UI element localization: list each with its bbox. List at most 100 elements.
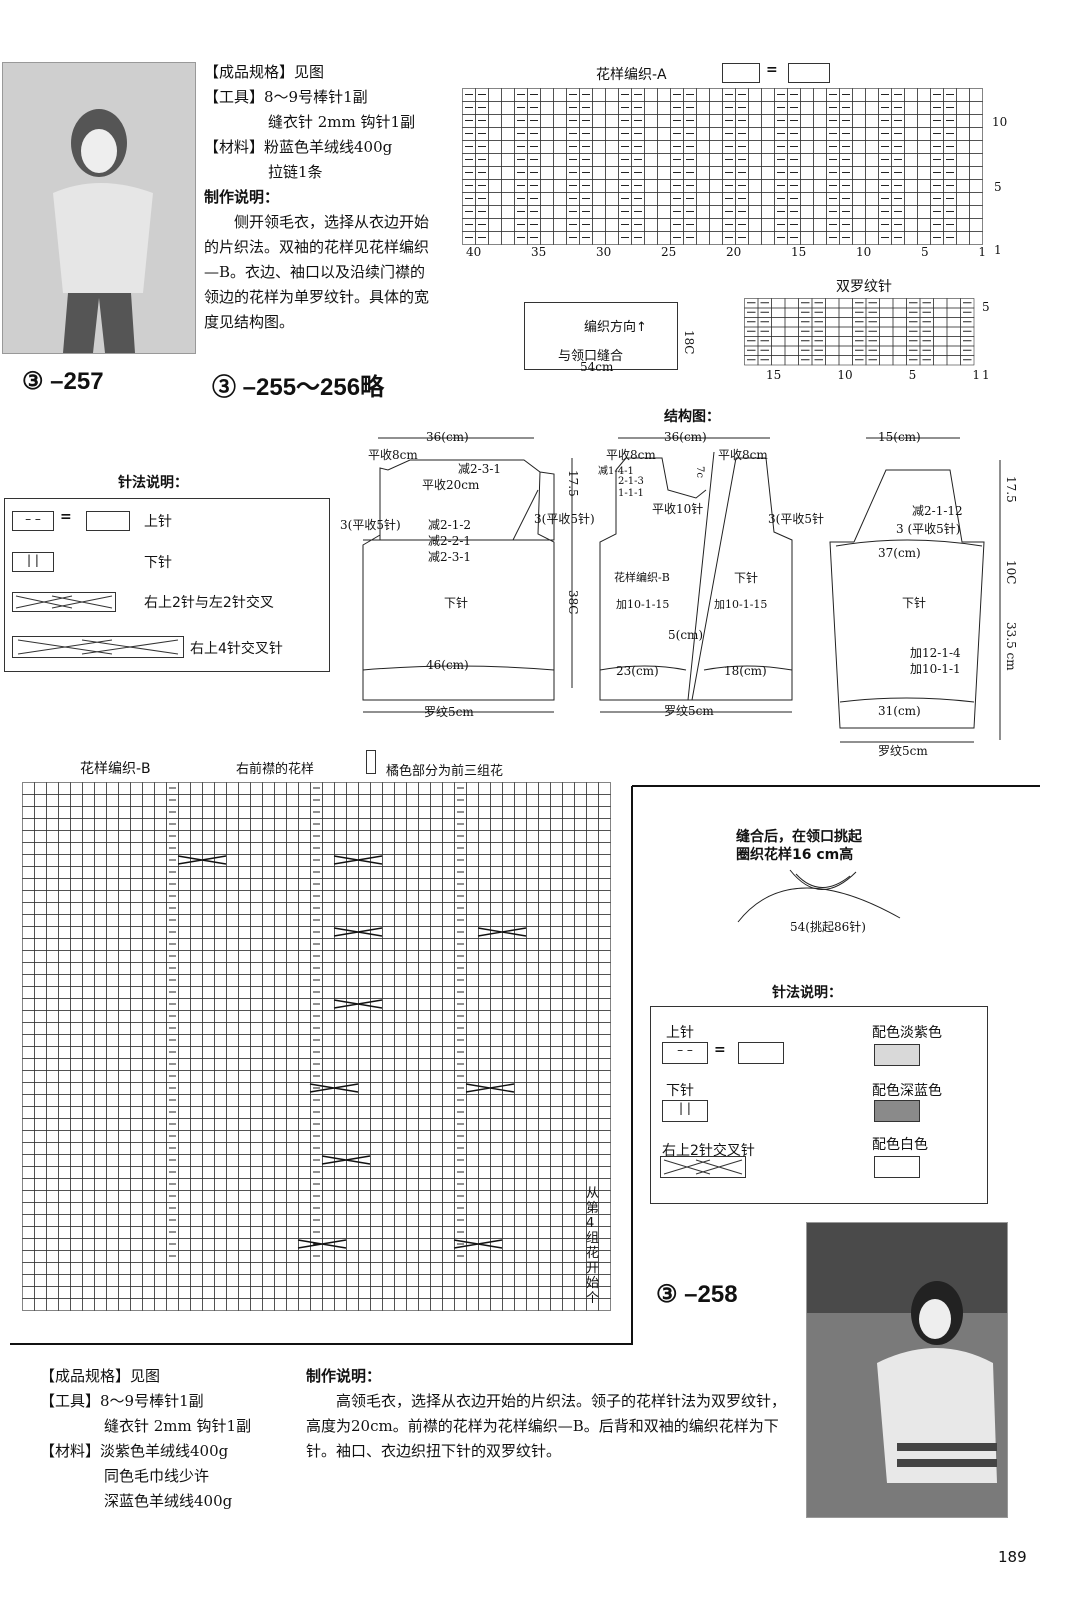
grid-cell — [553, 166, 567, 180]
grid-cell — [771, 345, 786, 356]
grid-cell — [540, 127, 554, 141]
grid-cell — [501, 205, 515, 219]
grid-cell — [696, 231, 710, 245]
grid-cell — [592, 140, 606, 154]
grid-cell — [956, 166, 970, 180]
grid-cell — [879, 307, 894, 318]
grid-cell — [540, 140, 554, 154]
grid-cell — [879, 317, 894, 328]
page-number: 189 — [998, 1548, 1027, 1566]
seam-note: 与领口缝合 — [558, 349, 624, 364]
grid-cell — [761, 101, 775, 115]
grid-cell — [969, 114, 983, 128]
front-label: 平收8cm — [718, 448, 768, 462]
grid-cell — [696, 88, 710, 102]
grid-cell — [761, 205, 775, 219]
grid-cell — [784, 336, 799, 347]
pattern-b-note: 橘色部分为前三组花 — [386, 764, 504, 779]
grid-cell — [657, 231, 671, 245]
col-label: 25 — [661, 245, 677, 259]
grid-cell — [904, 192, 918, 206]
legend-title: 针法说明： — [118, 475, 188, 491]
grid-cell — [657, 166, 671, 180]
grid-cell — [813, 205, 827, 219]
grid-cell — [813, 114, 827, 128]
grid-cell — [800, 153, 814, 167]
blank-symbol — [738, 1042, 784, 1064]
instructions-text: 侧开领毛衣，选择从衣边开始的片织法。双袖的花样见花样编织—B。衣边、袖口以及沿续… — [204, 213, 430, 331]
cable-4-symbol — [12, 636, 184, 658]
instructions-title: 制作说明： — [306, 1367, 382, 1385]
front-knit: 下针 — [734, 571, 759, 585]
grid-cell — [838, 298, 853, 309]
spec-line: 【成品规格】见图 — [204, 63, 325, 81]
orange-swatch — [366, 750, 376, 774]
col-label: 40 — [466, 245, 482, 259]
grid-cell — [933, 355, 948, 366]
spec-line: 同色毛巾线少许 — [104, 1467, 210, 1485]
pattern-a-col-labels: 40 35 30 25 20 15 10 5 1 — [466, 245, 986, 259]
grid-cell — [501, 101, 515, 115]
grid-cell — [488, 205, 502, 219]
grid-cell — [879, 345, 894, 356]
back-dec: 减2-3-1 — [428, 550, 472, 564]
grid-cell — [956, 153, 970, 167]
grid-cell — [956, 192, 970, 206]
grid-cell — [813, 179, 827, 193]
grid-cell — [696, 114, 710, 128]
grid-cell — [917, 218, 931, 232]
grid-cell — [933, 298, 948, 309]
rib-row-label: 1 — [982, 368, 990, 382]
grid-cell — [838, 317, 853, 328]
grid-cell — [605, 140, 619, 154]
back-height: 38C — [566, 590, 580, 615]
grid-cell — [644, 205, 658, 219]
grid-cell — [592, 192, 606, 206]
grid-cell — [657, 192, 671, 206]
grid-cell — [553, 231, 567, 245]
grid-cell — [644, 218, 658, 232]
grid-cell — [605, 179, 619, 193]
grid-cell — [592, 205, 606, 219]
grid-cell — [501, 140, 515, 154]
grid-cell — [605, 218, 619, 232]
pattern-a-legend-knit — [722, 63, 760, 83]
grid-cell — [761, 114, 775, 128]
grid-cell — [748, 101, 762, 115]
grid-cell — [748, 140, 762, 154]
back-label: 平收8cm — [368, 448, 418, 462]
grid-cell — [865, 153, 879, 167]
grid-cell — [904, 140, 918, 154]
pattern-id-258: ③ –258 — [656, 1281, 738, 1308]
grid-cell — [540, 192, 554, 206]
grid-cell — [852, 166, 866, 180]
grid-cell — [488, 101, 502, 115]
grid-cell — [904, 179, 918, 193]
grid-cell — [748, 205, 762, 219]
grid-cell — [748, 88, 762, 102]
grid-cell — [657, 88, 671, 102]
grid-cell — [696, 127, 710, 141]
col-label: 5 — [908, 368, 917, 382]
grid-cell — [501, 153, 515, 167]
grid-cell — [784, 355, 799, 366]
sleeve-inc: 加10-1-1 — [910, 662, 961, 676]
front-piece-diagram — [599, 437, 793, 713]
grid-cell — [946, 355, 961, 366]
back-height: 17.5 — [566, 470, 580, 497]
grid-cell — [892, 326, 907, 337]
grid-cell — [917, 127, 931, 141]
piece-height: 18C — [682, 330, 696, 355]
grid-cell — [709, 166, 723, 180]
grid-cell — [696, 179, 710, 193]
grid-cell — [865, 114, 879, 128]
grid-cell — [969, 166, 983, 180]
grid-cell — [488, 153, 502, 167]
sleeve-bottom: 31(cm) — [878, 704, 921, 718]
grid-cell — [709, 179, 723, 193]
legend2-title: 针法说明： — [772, 985, 842, 1001]
front-side: 3(平收5针) — [534, 512, 595, 526]
grid-cell — [838, 307, 853, 318]
grid-cell — [892, 317, 907, 328]
grid-cell — [784, 298, 799, 309]
